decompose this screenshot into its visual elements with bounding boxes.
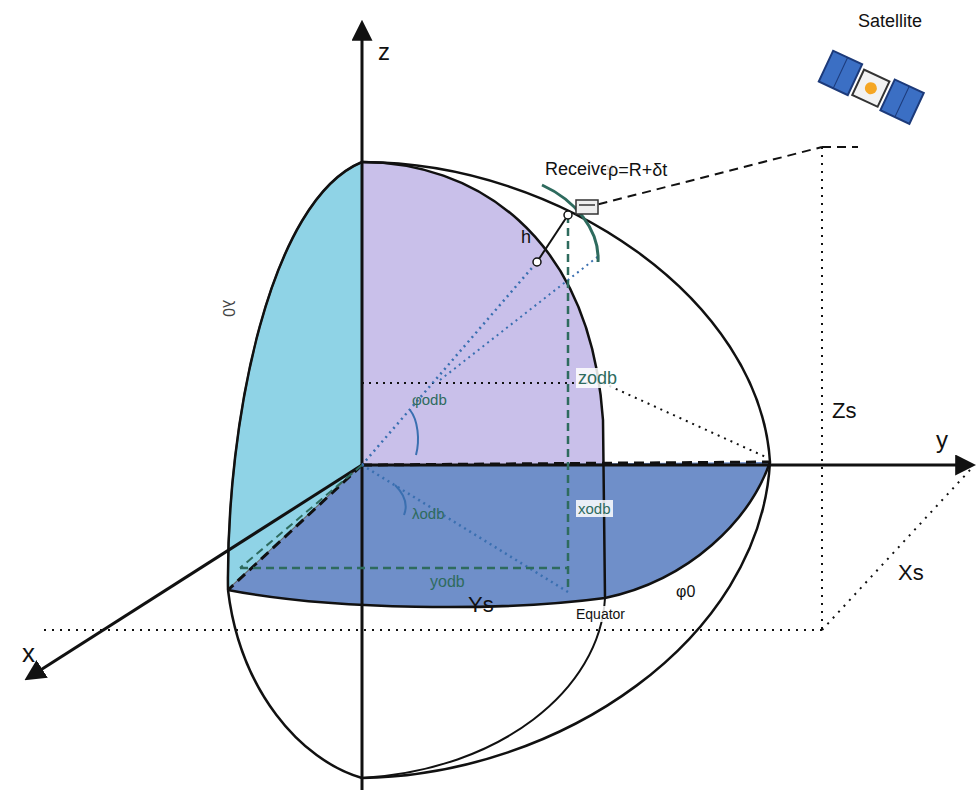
- height-label: h: [521, 228, 531, 246]
- coordinate-label: yodb: [430, 574, 465, 590]
- coordinate-label: Xs: [898, 562, 924, 584]
- axis-label: z: [378, 40, 390, 64]
- equator-label: Equator: [574, 606, 627, 622]
- coordinate-label: Ys: [468, 594, 494, 616]
- latitude-label: φ0: [676, 584, 695, 600]
- satellite-label: Satellite: [858, 12, 922, 30]
- axis-label: y: [936, 428, 948, 452]
- coordinate-label: zodb: [576, 368, 619, 388]
- axis-label: x: [22, 640, 35, 666]
- coordinate-label: Zs: [832, 400, 856, 422]
- range-equation: ρ=R+δt: [606, 160, 669, 180]
- latitude-angle: φodb: [412, 392, 447, 407]
- coordinate-label: xodb: [576, 500, 613, 517]
- longitude-angle: λodb: [412, 506, 445, 521]
- longitude-label: λ0: [220, 300, 236, 317]
